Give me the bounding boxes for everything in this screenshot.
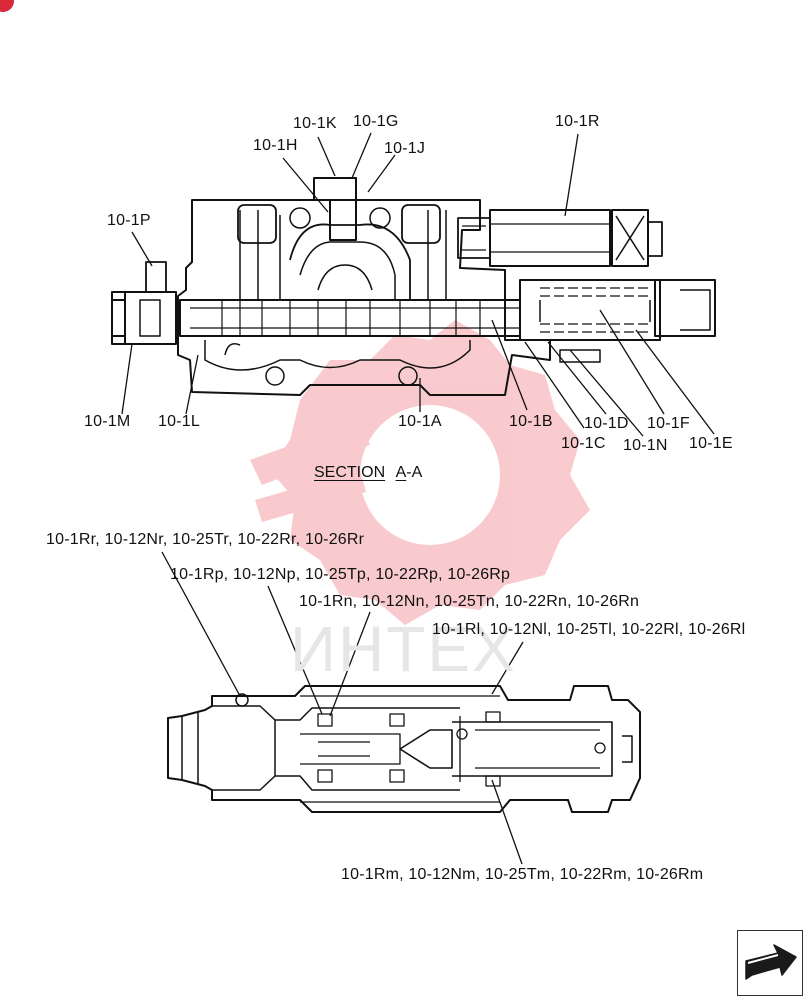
valve-section-a-a <box>111 132 716 437</box>
label-group-p: 10-1Rp, 10-12Np, 10-25Tp, 10-22Rp, 10-26… <box>170 566 511 583</box>
label-10-1e: 10-1E <box>689 435 733 452</box>
section-title: SECTION A-A <box>314 464 422 482</box>
label-10-1b: 10-1B <box>509 413 553 430</box>
label-10-1r: 10-1R <box>555 113 600 130</box>
label-10-1k: 10-1K <box>293 115 337 132</box>
label-10-1g: 10-1G <box>353 113 399 130</box>
label-10-1a: 10-1A <box>398 413 442 430</box>
label-10-1c: 10-1C <box>561 435 606 452</box>
label-10-1d: 10-1D <box>584 415 629 432</box>
section-ref-a: A <box>395 464 407 481</box>
section-ref-b: A <box>411 464 423 481</box>
label-10-1f: 10-1F <box>647 415 690 432</box>
relief-valve-drawing <box>161 551 641 865</box>
red-corner-badge-icon <box>0 0 14 12</box>
label-group-m: 10-1Rm, 10-12Nm, 10-25Tm, 10-22Rm, 10-26… <box>341 866 704 883</box>
label-10-1m: 10-1M <box>84 413 131 430</box>
label-10-1h: 10-1H <box>253 137 298 154</box>
label-10-1p: 10-1P <box>107 212 151 229</box>
label-group-n: 10-1Rn, 10-12Nn, 10-25Tn, 10-22Rn, 10-26… <box>299 593 640 610</box>
relief-valve-body <box>167 685 641 813</box>
spring-housing <box>519 279 661 341</box>
section-dash: - <box>406 464 412 481</box>
next-page-button[interactable] <box>737 930 803 996</box>
watermark-gear-icon <box>250 320 590 625</box>
next-page-arrow-icon <box>745 944 797 980</box>
valve-body <box>177 199 551 396</box>
label-10-1l: 10-1L <box>158 413 200 430</box>
label-group-r: 10-1Rr, 10-12Nr, 10-25Tr, 10-22Rr, 10-26… <box>46 531 365 548</box>
actuator-10-1r <box>489 209 611 267</box>
label-10-1j: 10-1J <box>384 140 426 157</box>
label-10-1n: 10-1N <box>623 437 668 454</box>
label-group-l: 10-1Rl, 10-12Nl, 10-25Tl, 10-22Rl, 10-26… <box>432 621 746 638</box>
section-title-word: SECTION <box>314 464 386 481</box>
watermark-text: ИНТЕХ <box>290 613 517 685</box>
